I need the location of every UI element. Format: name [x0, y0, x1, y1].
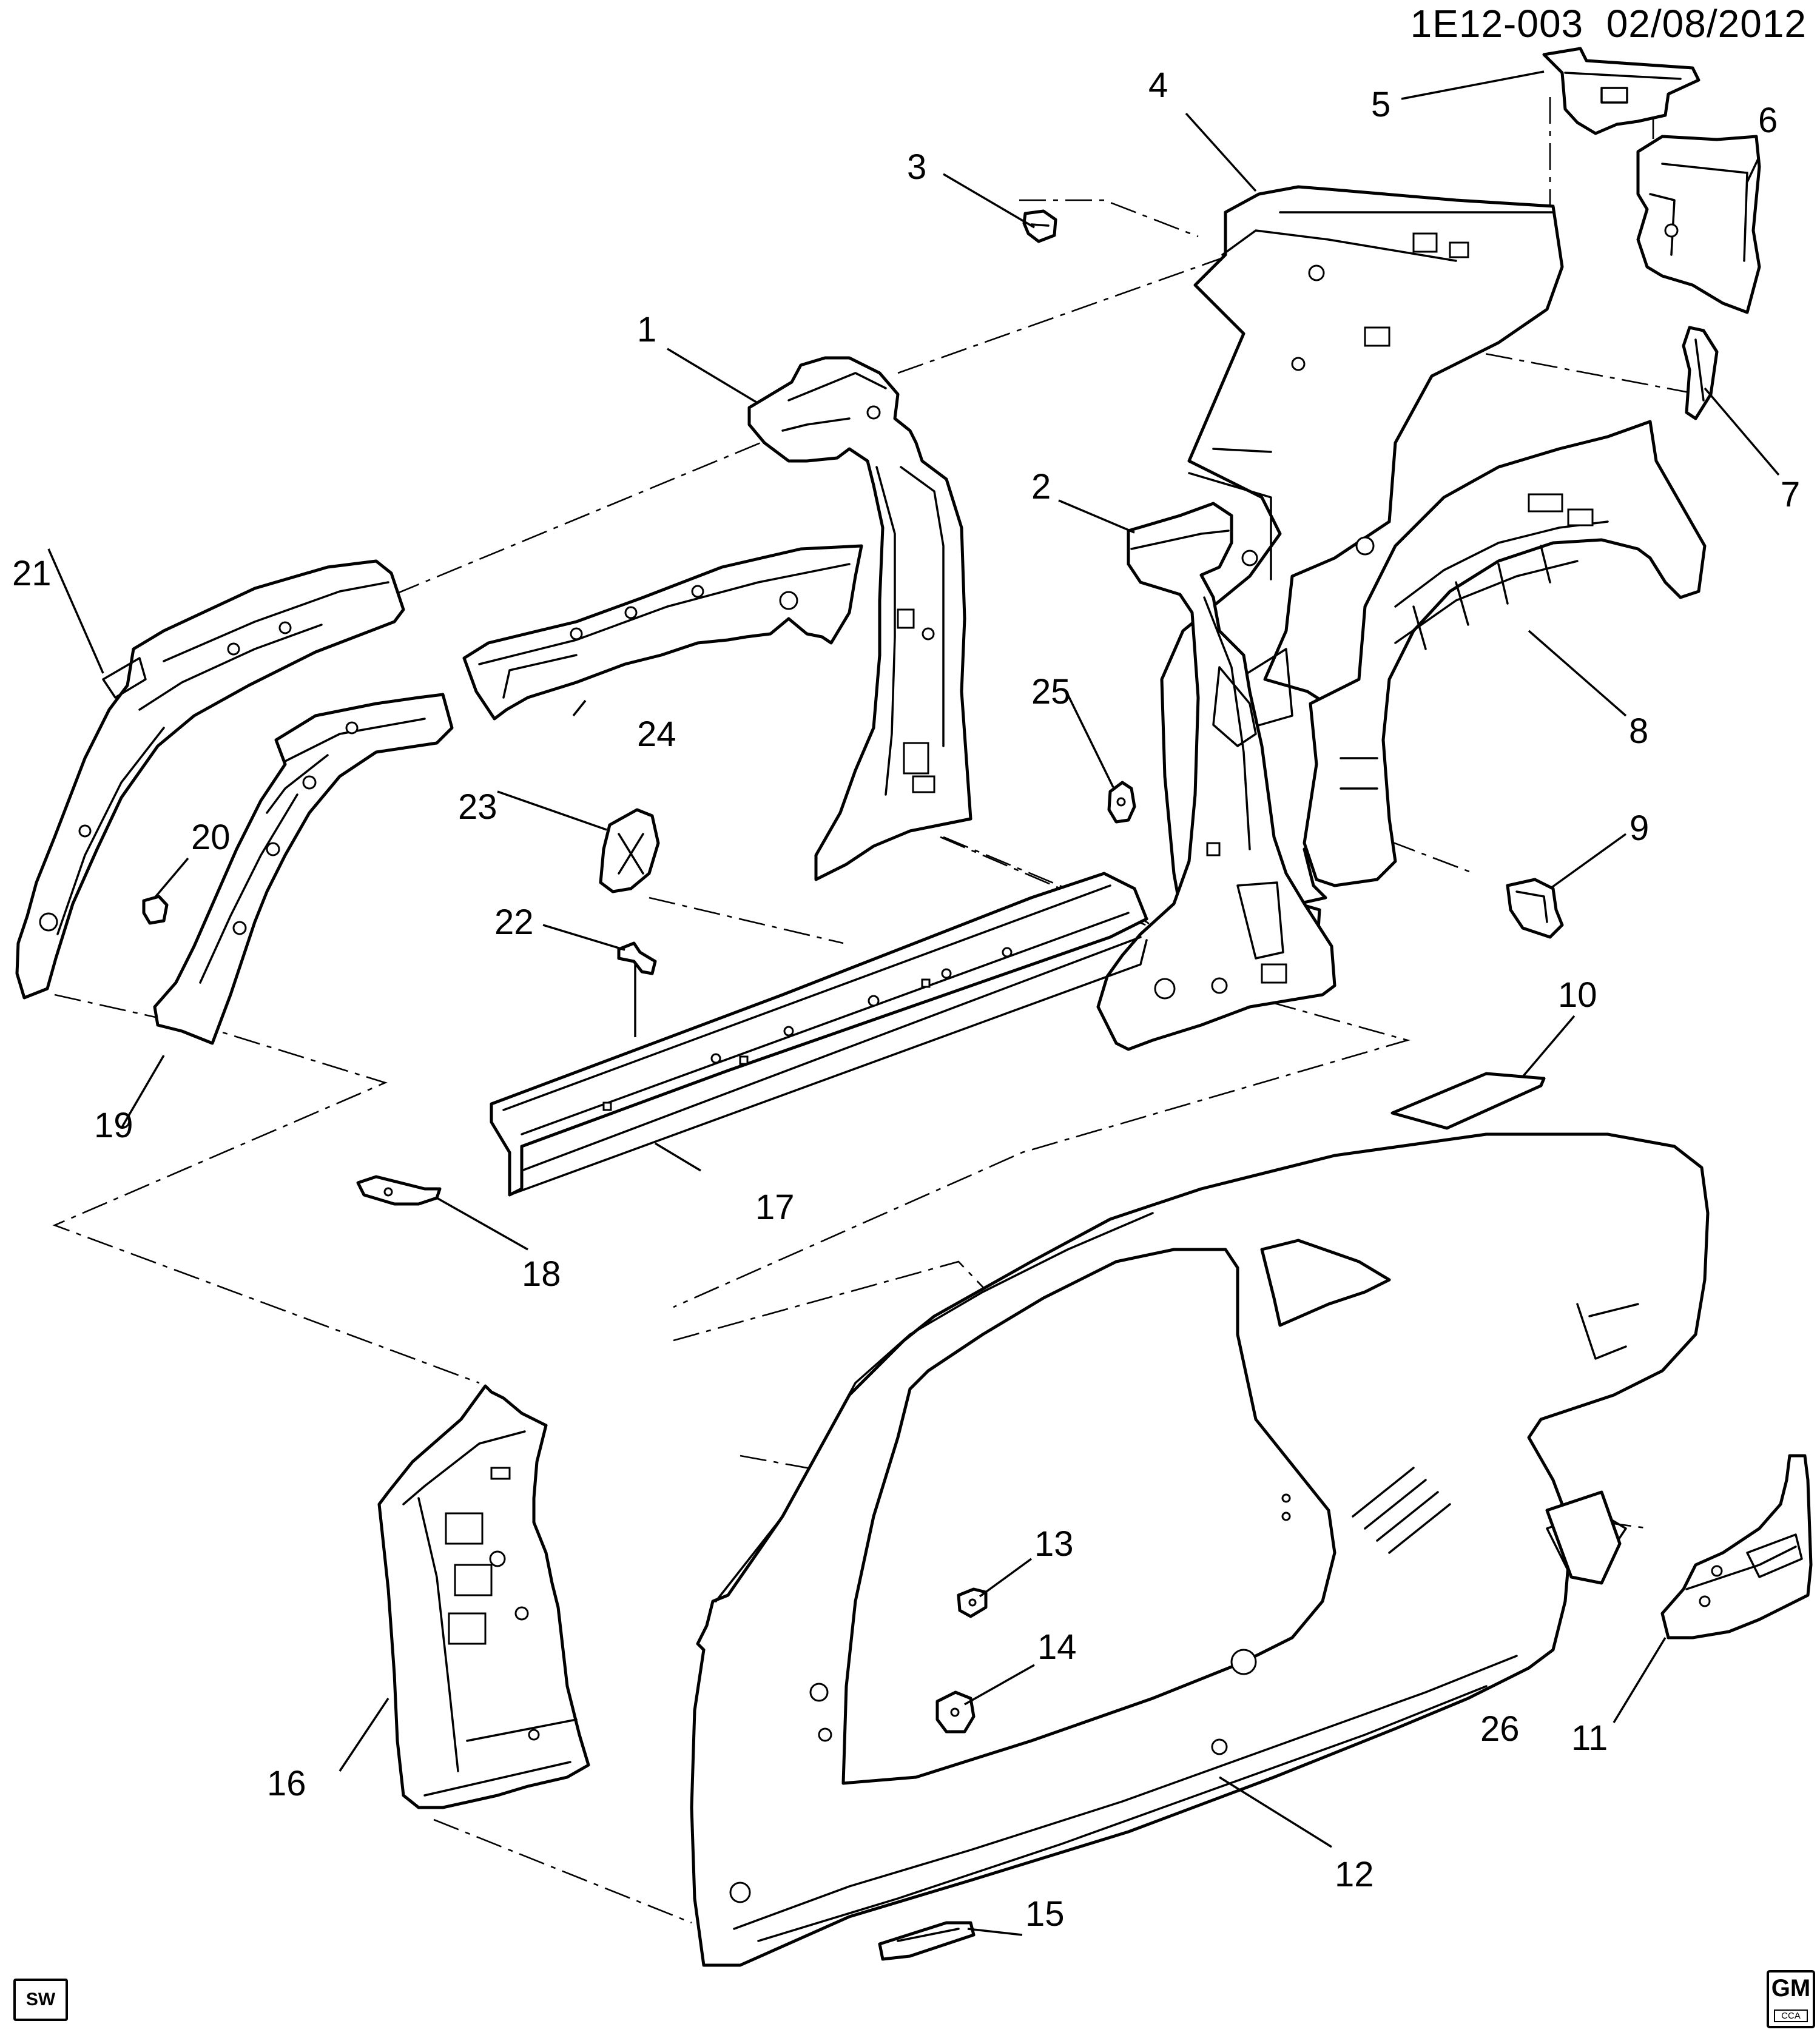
callout-6: 6	[1758, 101, 1778, 140]
part-7-bracket	[1682, 326, 1719, 420]
part-17-rocker-inner	[490, 872, 1148, 1197]
part-18-small-bracket	[356, 1175, 442, 1206]
part-10-pad	[1390, 1072, 1546, 1130]
gm-logo: GM CCA	[1767, 1970, 1815, 2028]
callout-3: 3	[907, 147, 926, 187]
diagram-code: 1E12-003	[1410, 2, 1584, 45]
callout-5: 5	[1371, 85, 1390, 124]
callout-23: 23	[458, 787, 497, 827]
callout-21: 21	[12, 554, 52, 593]
sw-badge: SW	[13, 1979, 68, 2021]
callout-22: 22	[494, 903, 534, 942]
callout-12: 12	[1335, 1855, 1374, 1894]
callout-labels: 1 2 3 4 5 6 7 8 9 10 11 12 13 14 15 16 1…	[12, 66, 1800, 1934]
callout-17: 17	[755, 1188, 795, 1227]
part-13-clip	[957, 1587, 988, 1618]
callout-13: 13	[1034, 1524, 1074, 1564]
part-20-nut	[142, 895, 169, 925]
callout-26: 26	[1480, 1709, 1520, 1749]
callout-20: 20	[191, 818, 231, 857]
part-8-wheelhouse	[1303, 420, 1707, 887]
part-15-rocker-bracket	[878, 1921, 976, 1961]
callout-18: 18	[522, 1254, 561, 1294]
callout-4: 4	[1148, 66, 1168, 105]
leader-lines	[47, 70, 1780, 1936]
callout-2: 2	[1031, 467, 1051, 506]
callout-8: 8	[1629, 711, 1648, 751]
gm-logo-subtext: CCA	[1774, 2009, 1808, 2022]
gm-logo-text: GM	[1771, 1975, 1811, 2002]
callout-25: 25	[1031, 672, 1071, 711]
part-9-bracket	[1506, 878, 1564, 939]
part-16-hinge-pillar-outer	[377, 1384, 590, 1809]
part-12-body-side-outer	[690, 1132, 1710, 1967]
callout-24: 24	[637, 715, 676, 754]
part-19-front-pillar-reinforcement	[153, 693, 454, 1045]
callout-14: 14	[1037, 1627, 1077, 1667]
callout-10: 10	[1558, 975, 1597, 1015]
callout-16: 16	[267, 1764, 306, 1803]
part-26-pad	[1545, 1490, 1622, 1585]
part-6-extension	[1636, 135, 1761, 314]
callout-15: 15	[1025, 1894, 1065, 1934]
part-14-clip	[935, 1690, 976, 1734]
diagram-date: 02/08/2012	[1606, 2, 1807, 45]
part-24-roof-rail-inner	[462, 544, 863, 721]
diagram-reference-code: 1E12-003 02/08/2012	[1410, 1, 1807, 46]
callout-9: 9	[1630, 809, 1649, 848]
callout-7: 7	[1781, 475, 1800, 514]
part-11-rear-extension	[1660, 1454, 1813, 1639]
part-1-hinge-pillar-inner	[747, 356, 972, 881]
part-21-roof-rail-reinforcement	[15, 559, 405, 1000]
part-22-small-bracket	[617, 941, 657, 975]
part-2-center-pillar-inner	[1096, 502, 1336, 1051]
callout-1: 1	[637, 310, 656, 349]
part-5-brace	[1542, 47, 1700, 135]
part-23-bracket	[599, 808, 660, 893]
part-3-clip	[1022, 209, 1057, 243]
callout-11: 11	[1571, 1718, 1608, 1758]
part-25-grommet	[1107, 781, 1136, 824]
callout-19: 19	[94, 1106, 133, 1145]
